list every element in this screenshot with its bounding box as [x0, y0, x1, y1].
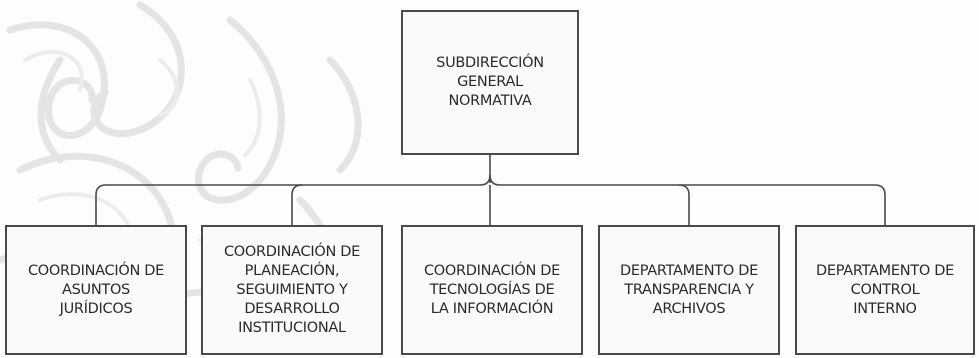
node-coordinacion-tecnologias: COORDINACIÓN DE TECNOLOGÍAS DE LA INFORM…	[401, 225, 583, 355]
node-label: COORDINACIÓN DE PLANEACIÓN, SEGUIMIENTO …	[223, 243, 361, 336]
node-label: DEPARTAMENTO DE CONTROL INTERNO	[816, 262, 954, 317]
node-departamento-control-interno: DEPARTAMENTO DE CONTROL INTERNO	[795, 225, 975, 355]
node-label: SUBDIRECCIÓN GENERAL NORMATIVA	[436, 55, 544, 109]
node-label: DEPARTAMENTO DE TRANSPARENCIA Y ARCHIVOS	[620, 262, 758, 317]
node-coordinacion-asuntos-juridicos: COORDINACIÓN DE ASUNTOS JURÍDICOS	[5, 225, 187, 355]
node-coordinacion-planeacion: COORDINACIÓN DE PLANEACIÓN, SEGUIMIENTO …	[201, 225, 383, 355]
node-departamento-transparencia: DEPARTAMENTO DE TRANSPARENCIA Y ARCHIVOS	[598, 225, 780, 355]
node-label: COORDINACIÓN DE TECNOLOGÍAS DE LA INFORM…	[423, 262, 561, 317]
node-label: COORDINACIÓN DE ASUNTOS JURÍDICOS	[27, 262, 165, 317]
node-subdireccion-general-normativa: SUBDIRECCIÓN GENERAL NORMATIVA	[401, 10, 579, 155]
